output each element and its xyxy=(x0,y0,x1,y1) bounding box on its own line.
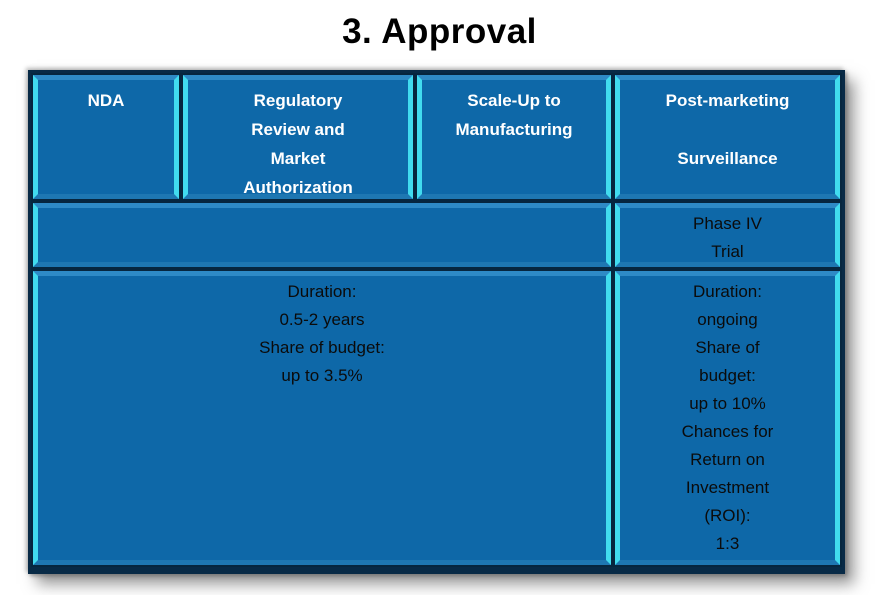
surveillance-roi-cell: Duration: ongoing Share of budget: up to… xyxy=(615,271,840,565)
approval-phase-table: NDA Regulatory Review and Market Authori… xyxy=(28,70,845,574)
page-title: 3. Approval xyxy=(342,12,537,51)
header-label-regulatory-review: Regulatory Review and Market Authorizati… xyxy=(243,91,353,197)
row2-span-text xyxy=(38,208,606,210)
header-cell-nda: NDA xyxy=(33,75,179,199)
header-label-nda: NDA xyxy=(87,91,125,110)
duration-budget-span-cell: Duration: 0.5-2 years Share of budget: u… xyxy=(33,271,611,565)
header-cell-scale-up: Scale-Up to Manufacturing xyxy=(417,75,611,199)
surveillance-roi-text: Duration: ongoing Share of budget: up to… xyxy=(681,282,774,553)
duration-budget-text: Duration: 0.5-2 years Share of budget: u… xyxy=(259,282,385,385)
header-cell-regulatory-review: Regulatory Review and Market Authorizati… xyxy=(183,75,413,199)
phase-iv-trial-text: Phase IV Trial xyxy=(693,214,762,261)
header-label-scale-up: Scale-Up to Manufacturing xyxy=(455,91,573,139)
phase-iv-trial-cell: Phase IV Trial xyxy=(615,203,840,267)
header-cell-post-marketing: Post-marketing Surveillance xyxy=(615,75,840,199)
row2-span-cell-empty xyxy=(33,203,611,267)
header-label-post-marketing: Post-marketing Surveillance xyxy=(665,91,790,168)
